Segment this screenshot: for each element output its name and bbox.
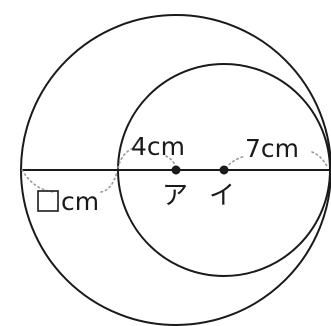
label-point-a: ア <box>162 181 188 211</box>
brace-7cm <box>225 151 329 169</box>
label-small-radius: 4cm <box>131 132 185 161</box>
label-large-radius: 7cm <box>245 134 299 163</box>
point-b-dot <box>219 165 229 175</box>
unknown-box <box>37 190 59 212</box>
label-point-b: イ <box>209 181 235 211</box>
point-a-dot <box>171 165 181 175</box>
label-unknown-unit: cm <box>61 187 99 216</box>
